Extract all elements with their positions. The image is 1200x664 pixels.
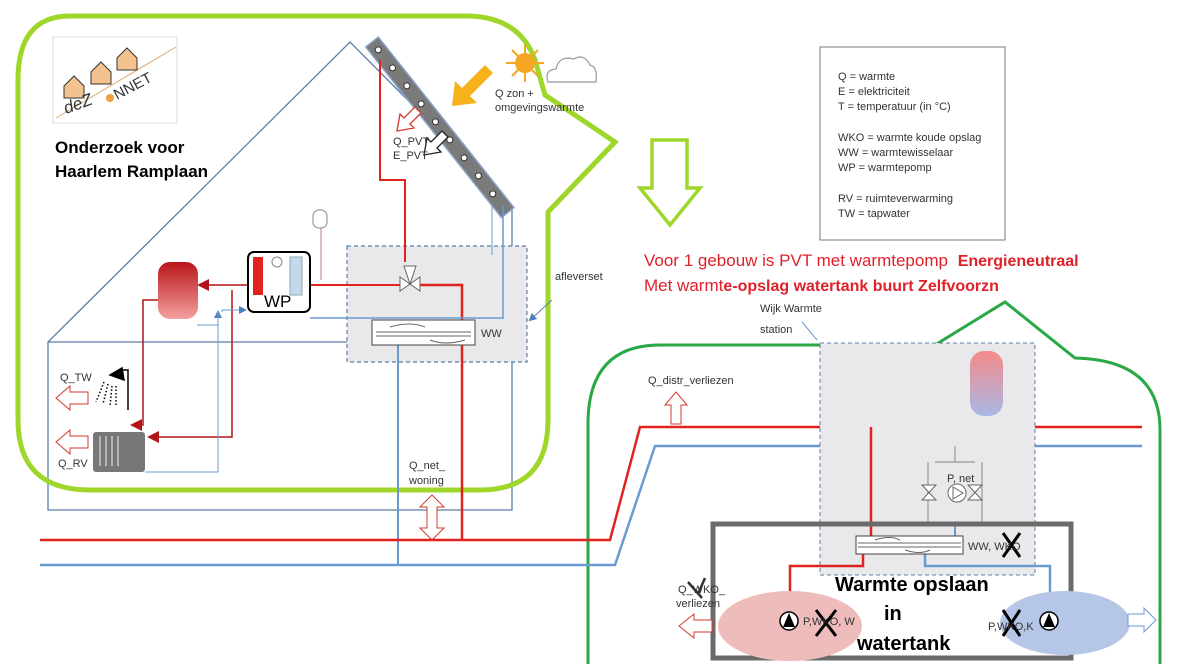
warm-pump-icon (779, 611, 799, 631)
cold-output-arrow-icon (1127, 606, 1157, 634)
q-wko-loss-arrow-icon (678, 612, 713, 640)
legend-line: Q = warmte (838, 71, 895, 83)
three-way-valve-icon (399, 265, 421, 292)
label-station: station (760, 324, 792, 336)
label-e-pvt: E_PVT (393, 150, 428, 162)
cloud-icon (546, 56, 597, 83)
sun-icon (506, 44, 544, 82)
cross-out-icon (814, 609, 838, 637)
legend-line: WP = warmtepomp (838, 162, 932, 174)
storage-title-line2: in (884, 603, 902, 625)
big-down-arrow-icon (636, 138, 704, 228)
heat-pump-wp[interactable]: WP (247, 251, 311, 313)
heat-exchanger-ww-icon (371, 319, 476, 346)
label-q-pvt: Q_PVT (393, 136, 429, 148)
network-pump-p-net[interactable]: P, net (920, 473, 984, 503)
buffer-tank (970, 351, 1003, 416)
annotation-line1-b: Energieneutraal (958, 253, 1079, 270)
legend-line: WW = warmtewisselaar (838, 147, 954, 159)
q-distr-up-arrow-icon (663, 391, 689, 425)
legend-line: TW = tapwater (838, 208, 910, 220)
station-pipes (788, 427, 1052, 610)
neighbourhood-boundary-outline (586, 300, 1162, 664)
annotation-line2-a: Met warmt (644, 276, 724, 295)
legend-box: Q = warmte E = elektriciteit T = tempera… (819, 46, 1006, 241)
solar-input-arrow-icon (452, 65, 493, 106)
label-ww-wko: WW, WKO (968, 541, 1021, 553)
legend-line: T = temperatuur (in °C) (838, 101, 951, 113)
q-net-double-arrow-icon (418, 494, 446, 541)
annotation-line1-a: Voor 1 gebouw is PVT met warmtepomp (644, 251, 948, 270)
label-p-net: P, net (947, 473, 974, 485)
station-pointer (801, 321, 818, 341)
q-rv-arrow-icon (55, 428, 89, 456)
hot-water-tank (158, 262, 198, 319)
label-q-distr-verliezen: Q_distr_verliezen (648, 375, 734, 387)
dezonnet-logo: deZ NNET (52, 36, 178, 124)
cold-storage-zone (1000, 591, 1130, 655)
storage-box (710, 521, 1074, 661)
cold-pump-icon (1039, 611, 1059, 631)
label-wp: WP (264, 292, 291, 311)
annotation-line1: Voor 1 gebouw is PVT met warmtepomp Ener… (644, 251, 1079, 270)
label-ww: WW (481, 328, 502, 340)
label-wijk-warmte: Wijk Warmte (760, 303, 822, 315)
q-pvt-arrow-icon (396, 106, 422, 132)
heat-exchanger-ww-wko-icon (855, 535, 964, 555)
legend-line: E = elektriciteit (838, 86, 910, 98)
legend-line: RV = ruimteverwarming (838, 193, 953, 205)
house-pipes (130, 60, 504, 565)
label-p-wko-k: P,WKO,K (988, 621, 1034, 633)
label-q-rv: Q_RV (58, 458, 88, 470)
annotation-line2-b: e-opslag watertank buurt Zelfvoorzn (723, 278, 999, 295)
label-p-wko-w: P,WKO, W (803, 616, 855, 628)
storage-title-line1: Warmte opslaan (835, 574, 989, 596)
annotation-line2: Met warmte-opslag watertank buurt Zelfvo… (644, 276, 999, 295)
legend-line: WKO = warmte koude opslag (838, 132, 981, 144)
label-afleverset: afleverset (555, 271, 603, 283)
title-line2: Haarlem Ramplaan (55, 162, 208, 181)
afleverset-pointer (528, 299, 553, 322)
pvt-panel (364, 35, 516, 219)
label-omgevingswarmte: omgevingswarmte (495, 102, 584, 114)
shower-icon (95, 366, 129, 410)
label-q-net: Q_net_ (409, 460, 446, 472)
label-q-wko: Q_WKO_ (678, 584, 726, 596)
cross-out-icon (1001, 532, 1022, 558)
label-q-tw: Q_TW (60, 372, 92, 384)
title-line1: Onderzoek voor (55, 138, 185, 157)
expansion-vessel-icon (312, 209, 328, 229)
cross-out-icon (687, 577, 707, 599)
q-tw-arrow-icon (55, 384, 89, 412)
building-boundary-outline (15, 13, 619, 493)
label-woning: woning (408, 475, 444, 487)
storage-title-line3: watertank (856, 633, 951, 655)
e-pvt-arrow-icon (423, 130, 449, 156)
label-verliezen: verliezen (676, 598, 720, 610)
label-q-zon: Q zon + (495, 88, 534, 100)
cross-out-icon (1001, 609, 1022, 637)
radiator-icon (93, 432, 145, 472)
